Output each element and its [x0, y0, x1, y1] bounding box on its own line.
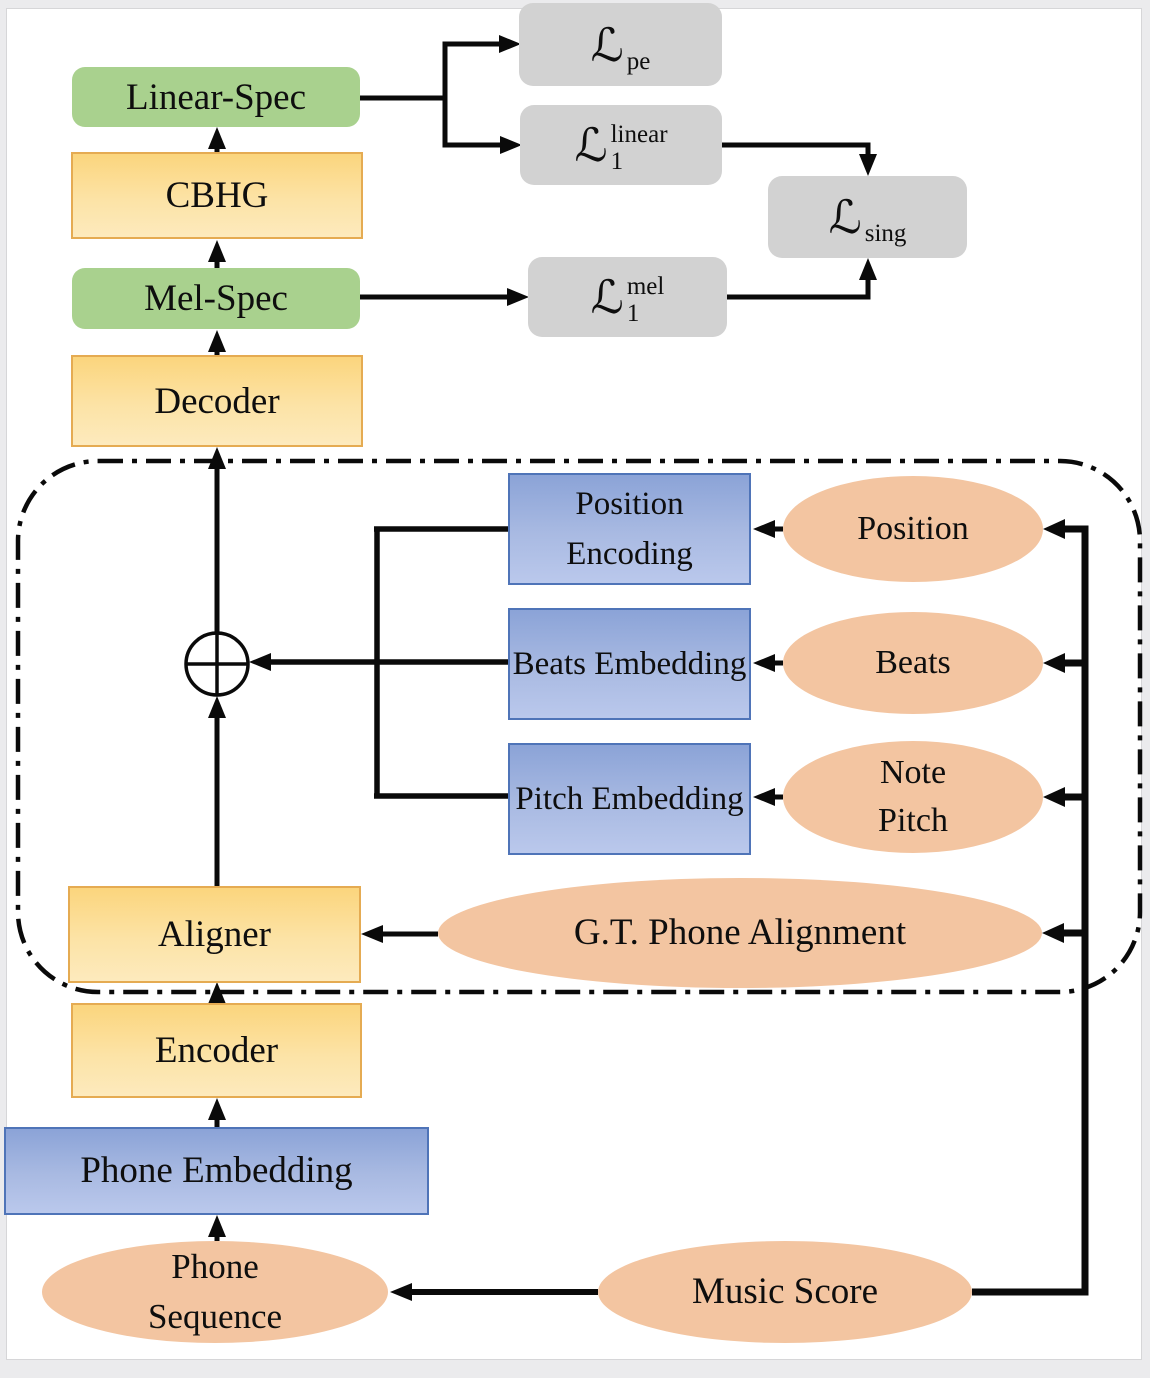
aligner-box: Aligner	[68, 886, 361, 983]
encoder-label: Encoder	[154, 1030, 279, 1071]
decoder-label: Decoder	[154, 380, 280, 422]
mel-spec-box: Mel-Spec	[72, 268, 360, 329]
phone-embedding-box: Phone Embedding	[4, 1127, 429, 1215]
position-label: Position	[857, 509, 969, 547]
note-pitch-label: Note Pitch	[878, 753, 948, 839]
phone-sequence-ellipse: Phone Sequence	[42, 1241, 388, 1343]
position-encoding-box: Position Encoding	[508, 473, 751, 585]
beats-embedding-box: Beats Embedding	[508, 608, 751, 720]
cbhg-box: CBHG	[71, 152, 363, 239]
position-ellipse: Position	[783, 476, 1043, 582]
beats-label: Beats	[875, 643, 951, 681]
beats-ellipse: Beats	[783, 612, 1043, 714]
linear-spec-box: Linear-Spec	[72, 67, 360, 127]
pitch-embedding-box: Pitch Embedding	[508, 743, 751, 855]
cbhg-label: CBHG	[165, 175, 269, 216]
gt-phone-alignment-label: G.T. Phone Alignment	[573, 911, 907, 953]
phone-embedding-label: Phone Embedding	[80, 1149, 353, 1191]
music-score-label: Music Score	[692, 1270, 878, 1312]
pitch-embedding-label: Pitch Embedding	[515, 780, 744, 817]
phone-sequence-label: Phone Sequence	[147, 1247, 283, 1336]
encoder-box: Encoder	[71, 1003, 362, 1098]
note-pitch-ellipse: Note Pitch	[783, 741, 1043, 853]
position-encoding-label: Position Encoding	[566, 485, 693, 572]
decoder-box: Decoder	[71, 355, 363, 447]
music-score-ellipse: Music Score	[598, 1241, 972, 1343]
aligner-label: Aligner	[157, 914, 272, 955]
linear-spec-label: Linear-Spec	[125, 76, 307, 118]
gt-phone-alignment-ellipse: G.T. Phone Alignment	[438, 878, 1042, 988]
beats-embedding-label: Beats Embedding	[512, 645, 747, 682]
mel-spec-label: Mel-Spec	[144, 278, 288, 319]
